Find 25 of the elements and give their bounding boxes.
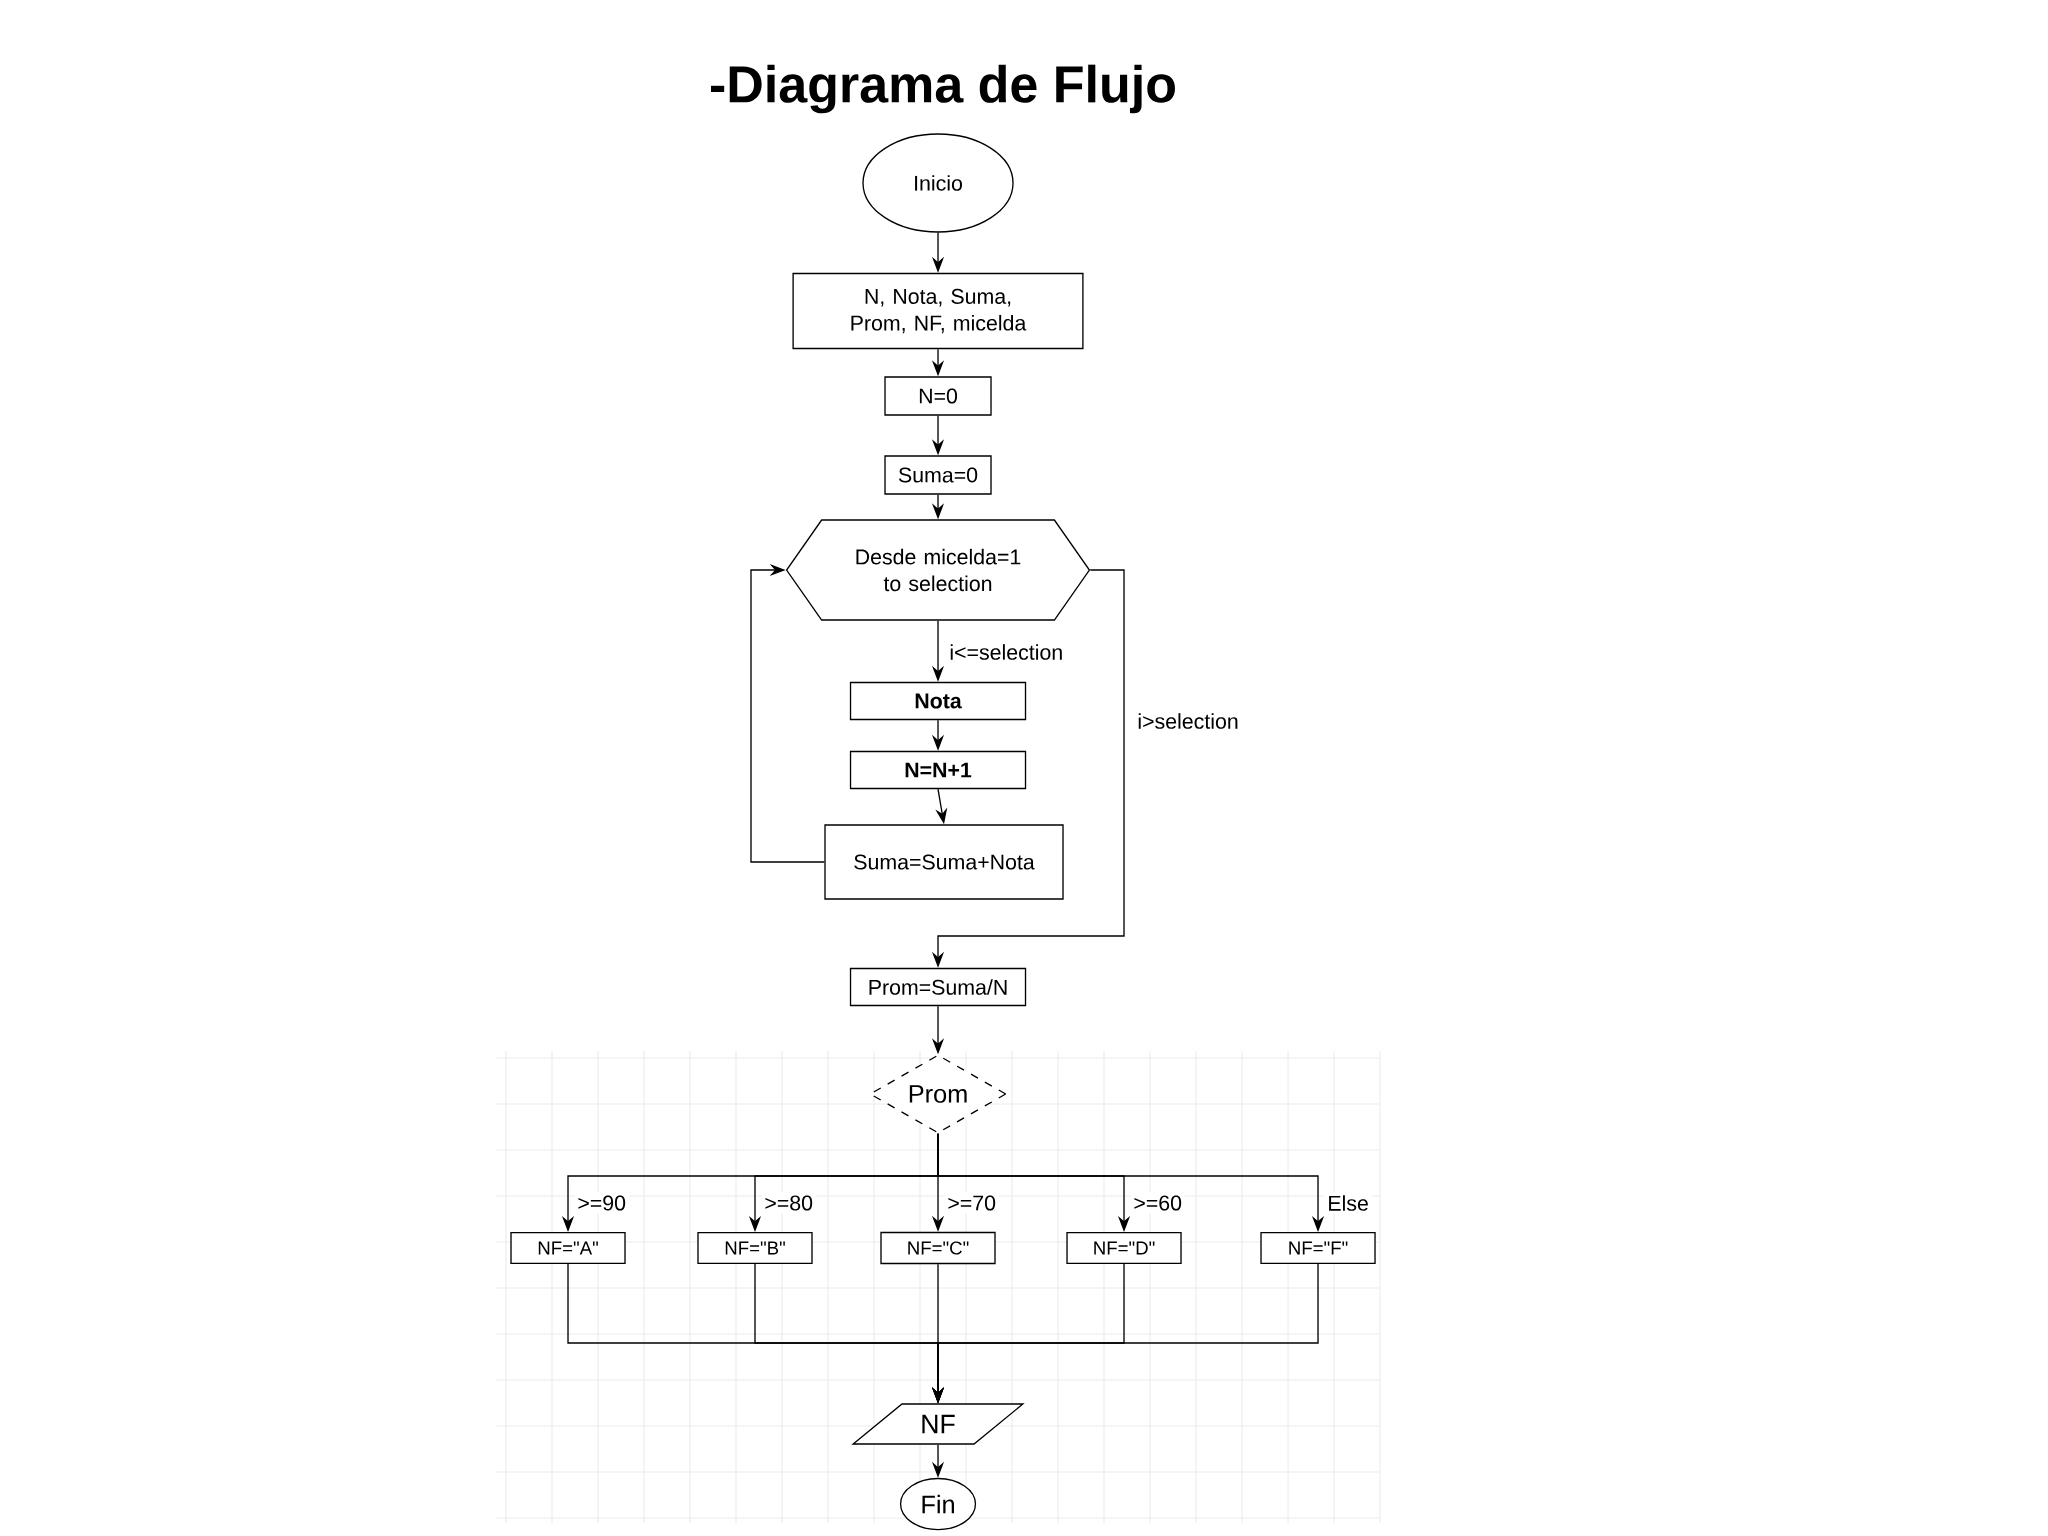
edge-label: i<=selection: [946, 641, 1066, 663]
declaration-box: N, Nota, Suma, Prom, NF, micelda: [792, 272, 1084, 350]
title: -Diagrama de Flujo: [711, 64, 1175, 114]
arrow: [750, 563, 825, 863]
edge-label: >=60: [1130, 1192, 1185, 1214]
edge-label: >=70: [944, 1192, 999, 1214]
edge-label: Else: [1324, 1192, 1372, 1214]
node-label: Fin: [922, 1494, 954, 1514]
loop-hexagon: Desde micelda=1 to selection: [785, 519, 1091, 621]
edge-label: >=80: [761, 1192, 816, 1214]
process-box: NF="A": [510, 1232, 626, 1264]
process-box: Suma=Suma+Nota: [824, 824, 1064, 900]
process-box: NF="B": [697, 1232, 813, 1264]
process-box: N=N+1: [849, 750, 1027, 790]
input-box: Nota: [849, 681, 1027, 721]
process-box: N=0: [884, 376, 992, 416]
process-box: NF="F": [1260, 1232, 1376, 1264]
process-box: Suma=0: [884, 455, 992, 495]
process-box: NF="D": [1066, 1232, 1182, 1264]
process-box: NF="C": [880, 1231, 996, 1265]
end-oval: Fin: [899, 1477, 977, 1531]
edge-label: >=90: [574, 1192, 629, 1214]
process-box: Prom=Suma/N: [849, 967, 1027, 1007]
start-oval: Inicio: [862, 133, 1014, 233]
edge-label: i>selection: [1134, 710, 1242, 732]
